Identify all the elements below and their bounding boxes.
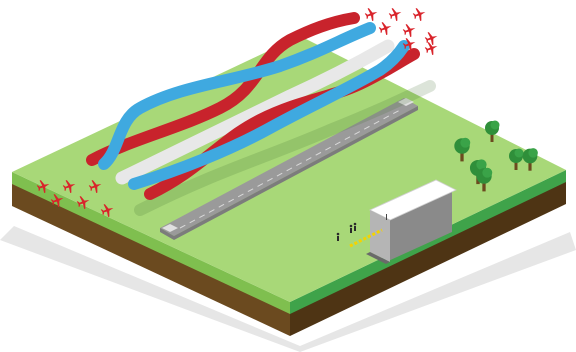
red-arrow-jet-icon xyxy=(401,22,417,39)
red-arrow-jet-icon xyxy=(363,6,379,23)
red-arrow-jet-icon xyxy=(411,6,427,23)
red-arrow-jet-icon xyxy=(377,20,393,37)
red-arrow-jet-icon xyxy=(387,6,403,23)
red-arrow-jet-icon xyxy=(423,30,439,47)
